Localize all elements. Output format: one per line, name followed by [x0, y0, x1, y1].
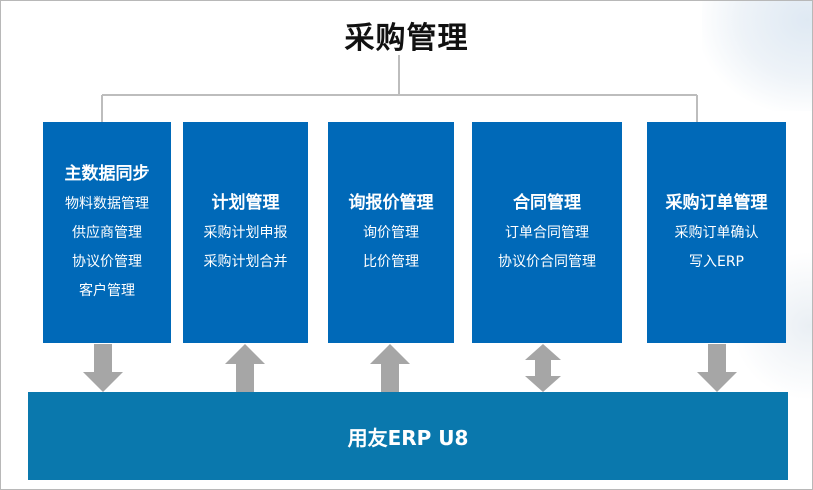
module-item: 询价管理 [363, 225, 419, 241]
module-title: 主数据同步 [64, 164, 150, 184]
module-inquiry-quote-management: 询报价管理 询价管理 比价管理 [328, 122, 454, 343]
arrow-bidirectional-icon [525, 344, 561, 392]
module-contract-management: 合同管理 订单合同管理 协议价合同管理 [472, 122, 622, 343]
arrow-down-icon [697, 344, 737, 392]
module-title: 询报价管理 [348, 193, 434, 213]
module-item: 供应商管理 [72, 225, 142, 241]
background-decoration [702, 1, 812, 111]
arrow-up-icon [370, 344, 410, 392]
module-item: 物料数据管理 [65, 196, 149, 212]
module-item: 采购计划合并 [203, 254, 288, 270]
module-item: 协议价合同管理 [498, 254, 596, 270]
erp-base-bar: 用友ERP U8 [28, 392, 788, 480]
arrow-up-icon [225, 344, 265, 392]
module-item: 采购订单确认 [674, 225, 759, 241]
erp-label: 用友ERP U8 [347, 425, 469, 450]
module-item: 比价管理 [363, 254, 419, 270]
module-item: 写入ERP [688, 254, 744, 270]
arrow-down-icon [83, 344, 123, 392]
module-item: 订单合同管理 [505, 225, 589, 241]
module-master-data-sync: 主数据同步 物料数据管理 供应商管理 协议价管理 客户管理 [43, 122, 171, 343]
module-item: 协议价管理 [72, 254, 142, 270]
module-title: 合同管理 [513, 193, 581, 213]
module-item: 采购计划申报 [203, 225, 288, 241]
module-title: 计划管理 [211, 193, 280, 213]
module-item: 客户管理 [79, 283, 135, 299]
module-plan-management: 计划管理 采购计划申报 采购计划合并 [183, 122, 308, 343]
module-title: 采购订单管理 [665, 193, 768, 213]
diagram-title: 采购管理 [344, 21, 469, 56]
module-purchase-order-management: 采购订单管理 采购订单确认 写入ERP [647, 122, 786, 343]
